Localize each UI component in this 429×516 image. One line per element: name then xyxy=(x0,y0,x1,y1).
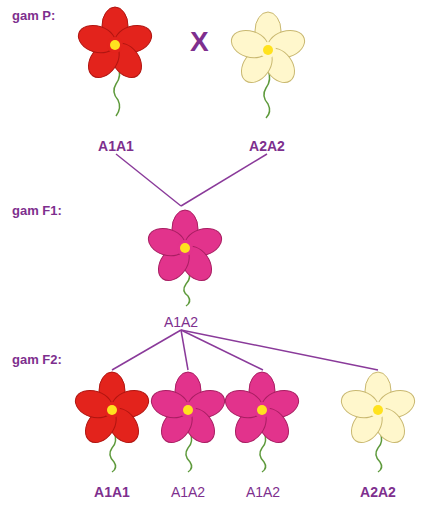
cross-line xyxy=(116,154,181,206)
pink-flower xyxy=(222,372,302,448)
flower-node: A1A2 xyxy=(226,370,300,500)
generation-label: gam F2: xyxy=(12,352,62,367)
cream-flower xyxy=(228,12,308,88)
cream-flower xyxy=(338,372,418,448)
cross-line xyxy=(181,330,188,370)
generation-label: gam P: xyxy=(12,8,55,23)
flower-node: A1A1 xyxy=(76,6,156,154)
pink-flower xyxy=(148,372,228,448)
genotype-label: A2A2 xyxy=(225,138,309,154)
red-flower xyxy=(72,372,152,448)
pink-flower xyxy=(145,210,225,286)
flower-node: A1A2 xyxy=(152,370,224,500)
flower-node: A2A2 xyxy=(225,10,309,154)
cross-line xyxy=(181,330,263,370)
genotype-label: A2A2 xyxy=(338,484,418,500)
genotype-label: A1A2 xyxy=(226,484,300,500)
flower-node: A1A1 xyxy=(74,370,150,500)
red-flower xyxy=(75,7,155,83)
stems xyxy=(110,66,382,472)
flower-node: A2A2 xyxy=(338,370,418,500)
genotype-label: A1A2 xyxy=(136,314,226,330)
generation-label: X xyxy=(190,26,209,58)
cross-line xyxy=(181,330,378,370)
genotype-label: A1A1 xyxy=(74,484,150,500)
cross-line xyxy=(112,330,181,370)
generation-label: gam F1: xyxy=(12,203,62,218)
cross-line xyxy=(181,154,267,206)
flower-node: A1A2 xyxy=(136,206,226,330)
flower-centres xyxy=(107,40,383,415)
genotype-label: A1A1 xyxy=(76,138,156,154)
genotype-label: A1A2 xyxy=(152,484,224,500)
